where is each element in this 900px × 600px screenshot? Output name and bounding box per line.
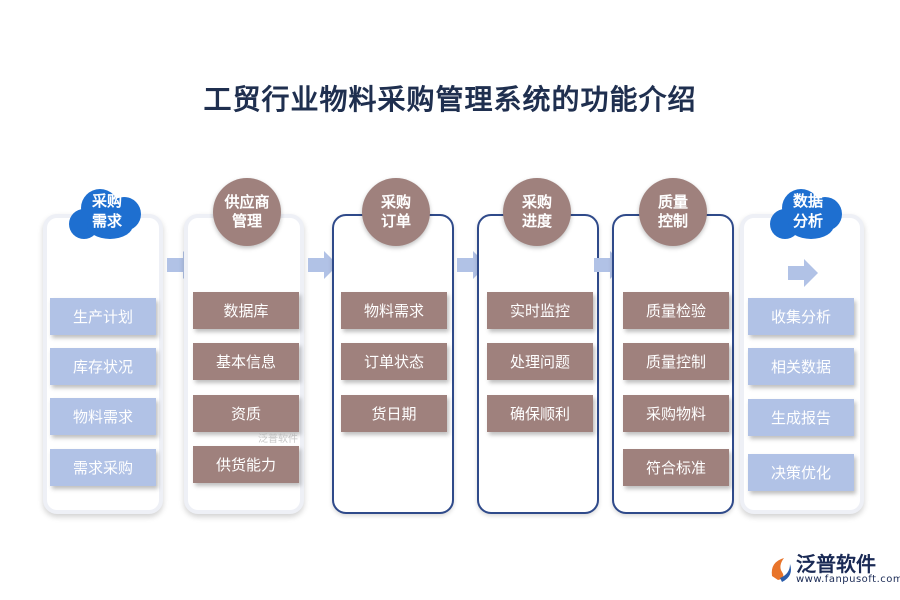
list-item: 数据库 [193, 292, 299, 329]
list-item: 采购物料 [623, 395, 729, 432]
fanpu-logo: 泛普软件 www.fanpusoft.com [768, 548, 900, 593]
list-item: 库存状况 [50, 348, 156, 385]
flow-arrow-icon [786, 258, 820, 288]
list-item: 供货能力 [193, 446, 299, 483]
column-heading: 采购 需求 [91, 192, 122, 230]
list-item: 确保顺利 [487, 395, 593, 432]
column-heading-circle: 质量 控制 [639, 178, 707, 246]
list-item: 需求采购 [50, 449, 156, 486]
list-item: 决策优化 [748, 454, 854, 491]
logo-name: 泛普软件 [796, 552, 876, 576]
fanpu-logo-icon [771, 558, 791, 582]
column-heading: 数据 分析 [792, 192, 823, 230]
page-title: 工贸行业物料采购管理系统的功能介绍 [203, 83, 697, 116]
list-item: 物料需求 [50, 398, 156, 435]
list-item: 相关数据 [748, 348, 854, 385]
list-item: 货日期 [341, 395, 447, 432]
list-item: 处理问题 [487, 343, 593, 380]
list-item: 收集分析 [748, 298, 854, 335]
flow-arrow-icon [306, 250, 340, 280]
list-item: 质量检验 [623, 292, 729, 329]
column-heading-circle: 供应商 管理 [213, 178, 281, 246]
cloud-heading-purchase-demand: 采购 需求 [67, 185, 147, 243]
list-item: 订单状态 [341, 343, 447, 380]
list-item: 实时监控 [487, 292, 593, 329]
list-item: 基本信息 [193, 343, 299, 380]
list-item: 生产计划 [50, 298, 156, 335]
list-item: 生成报告 [748, 399, 854, 436]
list-item: 物料需求 [341, 292, 447, 329]
list-item: 资质 [193, 395, 299, 432]
column-heading-circle: 采购 订单 [362, 178, 430, 246]
list-item: 质量控制 [623, 343, 729, 380]
column-heading-circle: 采购 进度 [503, 178, 571, 246]
logo-url: www.fanpusoft.com [796, 574, 900, 585]
cloud-heading-data-analysis: 数据 分析 [768, 185, 848, 243]
list-item: 符合标准 [623, 449, 729, 486]
watermark-text: 泛普软件 [258, 434, 298, 445]
